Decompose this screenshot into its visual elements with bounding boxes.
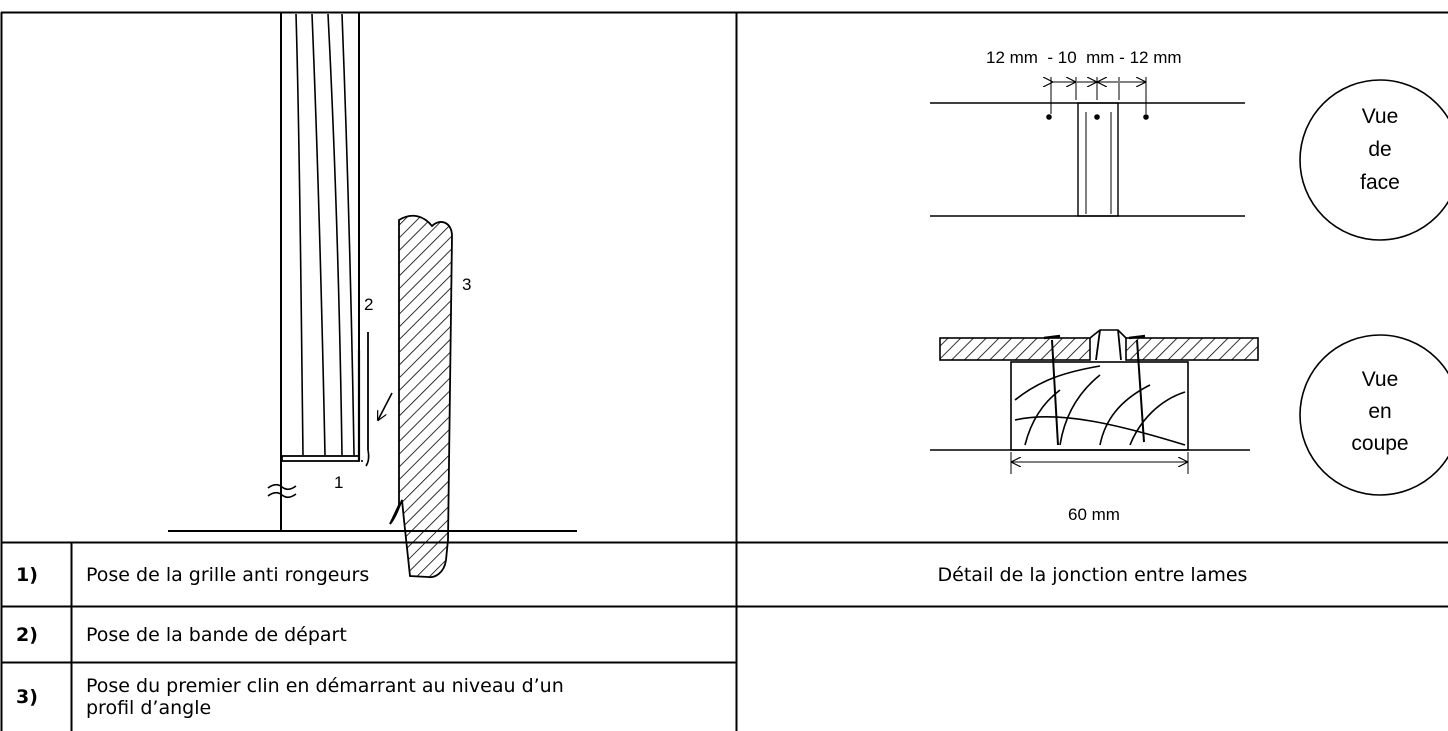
- step-1-text: Pose de la grille anti rongeurs: [86, 563, 370, 586]
- step-3-number: 3): [16, 686, 38, 708]
- label-3: 3: [462, 275, 471, 294]
- joint-dimensions-label: 12 mm - 10 mm - 12 mm: [986, 48, 1182, 67]
- svg-text:en: en: [1368, 400, 1391, 423]
- table-grid: [0, 11, 1448, 731]
- section-view-badge: Vue en coupe: [1299, 334, 1448, 496]
- step-3-text: Pose du premier clin en démarrant au niv…: [86, 675, 564, 719]
- svg-text:Vue: Vue: [1362, 105, 1399, 128]
- front-view-badge: Vue de face: [1299, 79, 1448, 241]
- svg-text:face: face: [1360, 171, 1400, 194]
- svg-text:Vue: Vue: [1362, 368, 1399, 391]
- svg-text:de: de: [1368, 138, 1391, 161]
- label-2: 2: [364, 295, 373, 314]
- batten-width-label: 60 mm: [1068, 505, 1120, 524]
- step-1-number: 1): [16, 563, 38, 586]
- step-2-text: Pose de la bande de départ: [86, 623, 347, 646]
- front-view-drawing: [930, 77, 1245, 217]
- section-view-drawing: [930, 329, 1259, 474]
- clapboard-section: [389, 214, 453, 579]
- step-2-number: 2): [16, 623, 38, 646]
- svg-text:coupe: coupe: [1351, 432, 1408, 455]
- label-1: 1: [334, 473, 343, 492]
- cladding-start-drawing: [168, 12, 577, 579]
- joint-detail-caption: Détail de la jonction entre lames: [937, 563, 1248, 586]
